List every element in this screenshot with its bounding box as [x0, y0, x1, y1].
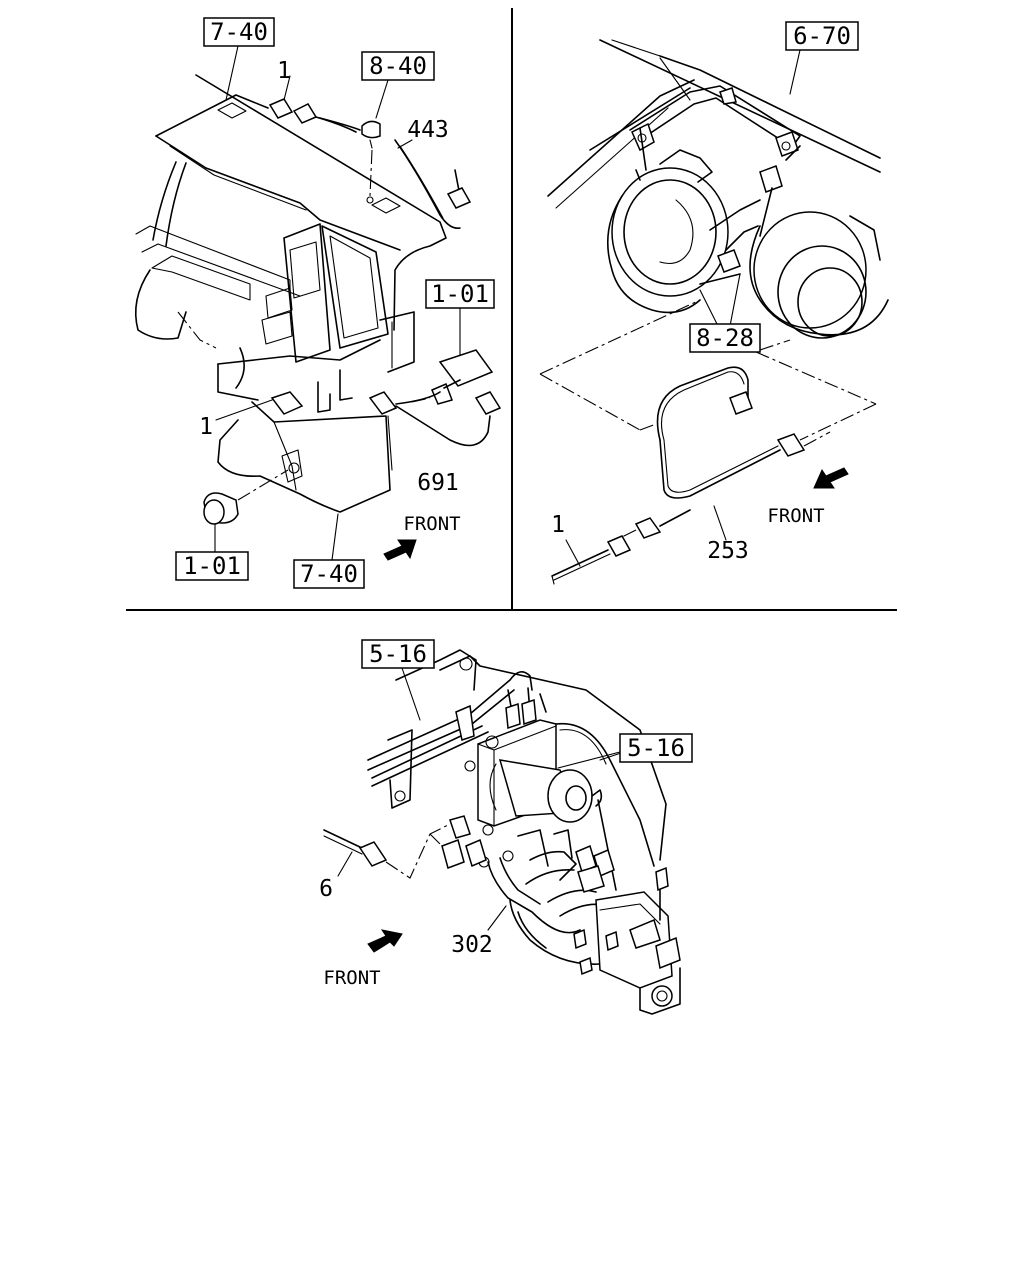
ref-label: 6-70: [793, 22, 851, 50]
actuator-assembly-view: [323, 649, 681, 1015]
horn-assembly-view: [539, 39, 889, 585]
part-number-1-top: 1: [277, 58, 291, 84]
ref-box-7-40-top: 7-40: [203, 17, 275, 47]
ref-box-7-40-bottom: 7-40: [293, 559, 365, 589]
part-number-6: 6: [319, 876, 333, 902]
ref-label: 5-16: [627, 734, 685, 762]
part-number-253: 253: [707, 538, 749, 564]
ref-box-5-16-left: 5-16: [361, 639, 435, 669]
ref-label: 1-01: [431, 280, 489, 308]
ref-box-6-70: 6-70: [785, 21, 859, 51]
ref-box-8-28: 8-28: [689, 323, 761, 353]
front-label-top-right: FRONT: [767, 505, 824, 527]
ref-label: 8-40: [369, 52, 427, 80]
front-label-top-left: FRONT: [403, 513, 460, 535]
ref-label: 8-28: [696, 324, 754, 352]
ref-label: 5-16: [369, 640, 427, 668]
front-label-bottom: FRONT: [323, 967, 380, 989]
part-number-443: 443: [407, 117, 449, 143]
part-number-1-left: 1: [199, 414, 213, 440]
ref-label: 1-01: [183, 552, 241, 580]
ref-box-8-40: 8-40: [361, 51, 435, 81]
ref-box-5-16-right: 5-16: [619, 733, 693, 763]
part-number-302: 302: [451, 932, 493, 958]
ref-label: 7-40: [210, 18, 268, 46]
instrument-panel-view: [134, 45, 502, 561]
ref-box-1-01-left: 1-01: [175, 551, 249, 581]
part-number-691: 691: [417, 470, 459, 496]
ref-label: 7-40: [300, 560, 358, 588]
part-number-1-right: 1: [551, 512, 565, 538]
ref-box-1-01-right: 1-01: [425, 279, 495, 309]
